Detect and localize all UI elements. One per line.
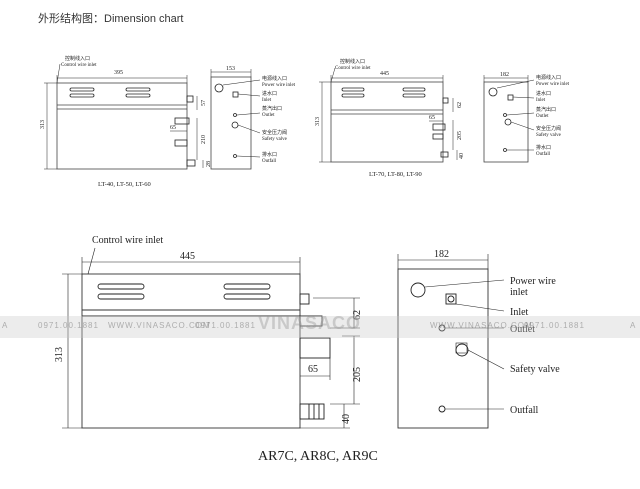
inlet-label: Inlet xyxy=(510,307,529,318)
dim-210-1: 210 xyxy=(201,135,207,144)
safety-cn-1: 安全压力阀 xyxy=(262,129,287,136)
dim-height-large: 313 xyxy=(54,347,65,362)
watermark-edge-right: A xyxy=(630,321,637,330)
dim-width-2: 445 xyxy=(380,71,389,77)
dim-height-1: 313 xyxy=(40,120,46,129)
control-label-en-2: Control wire inlet xyxy=(335,66,371,71)
power-cn-2: 电源线入口 xyxy=(536,74,561,81)
side-view-2: 182 电源线入口 Power wire inlet 进水口 Inlet 蒸汽出… xyxy=(483,72,570,163)
outlet-en-2: Outlet xyxy=(536,114,549,119)
watermark-site-1: WWW.VINASACO.COM xyxy=(108,321,211,330)
watermark-phone-1: 0971.00.1881 xyxy=(38,321,99,330)
dim-height-2: 313 xyxy=(315,117,321,126)
small-diagram-2: 控制线入口 Control wire inlet 445 313 62 65 2… xyxy=(315,58,570,178)
outlet-cn-1: 蒸汽出口 xyxy=(262,105,282,112)
dim-205-large: 205 xyxy=(352,367,363,382)
safety-en-1: Safety valve xyxy=(262,137,288,142)
models-label-1: LT-40, LT-50, LT-60 xyxy=(98,181,151,188)
control-label-cn-1: 控制线入口 xyxy=(65,55,90,62)
safety-cn-2: 安全压力阀 xyxy=(536,125,561,132)
watermark-band xyxy=(0,316,640,338)
side-view-1: 153 电源线入口 Power wire inlet 进水口 Inlet 蒸汽出… xyxy=(210,66,296,170)
side-view-large: 182 Power wire inlet Inlet Outlet xyxy=(397,249,560,429)
dim-65-large: 65 xyxy=(308,364,318,375)
inlet-en-1: Inlet xyxy=(262,98,272,103)
watermark-site-2: WWW.VINASACO.COM xyxy=(430,321,533,330)
small-diagram-1: 控制线入口 Control wire inlet 395 313 57 65 2… xyxy=(40,55,296,188)
watermark-phone-3: 0971.00.1881 xyxy=(524,321,585,330)
dim-40-2: 40 xyxy=(459,153,465,159)
inlet-cn-1: 进水口 xyxy=(262,90,277,97)
power-en-2: Power wire inlet xyxy=(536,82,570,87)
dim-62-large: 62 xyxy=(352,310,363,320)
dim-40-large: 40 xyxy=(341,414,352,424)
outfall-en-1: Outfall xyxy=(262,159,277,164)
outfall-label: Outfall xyxy=(510,405,539,416)
power-label-line2: inlet xyxy=(510,287,528,298)
safety-label: Safety valve xyxy=(510,364,560,375)
large-diagram: Control wire inlet 445 313 62 65 205 40 … xyxy=(54,235,560,464)
dim-62-2: 62 xyxy=(457,102,463,108)
outlet-label: Outlet xyxy=(510,324,535,335)
dim-side-width-2: 182 xyxy=(500,72,509,78)
dim-side-width-large: 182 xyxy=(434,249,449,260)
dim-65-2: 65 xyxy=(429,115,435,121)
outlet-en-1: Outlet xyxy=(262,113,275,118)
page-title: 外形结构图：Dimension chart xyxy=(38,13,184,25)
dim-width-1: 395 xyxy=(114,70,123,76)
outlet-cn-2: 蒸汽出口 xyxy=(536,106,556,113)
watermark-edge-left: A xyxy=(2,321,9,330)
power-en-1: Power wire inlet xyxy=(262,83,296,88)
power-label-line1: Power wire xyxy=(510,276,556,287)
outfall-en-2: Outfall xyxy=(536,152,551,157)
control-label-cn-2: 控制线入口 xyxy=(340,58,365,65)
control-label-large: Control wire inlet xyxy=(92,235,163,246)
safety-en-2: Safety valve xyxy=(536,133,562,138)
dim-width-large: 445 xyxy=(180,251,195,262)
outfall-cn-1: 排水口 xyxy=(262,151,277,158)
watermark-logo: VINASACO xyxy=(258,313,362,333)
front-view-1: 控制线入口 Control wire inlet 395 313 57 65 2… xyxy=(40,55,212,188)
models-label-large: AR7C, AR8C, AR9C xyxy=(258,449,378,464)
front-view-large: Control wire inlet 445 313 62 65 205 40 xyxy=(54,235,363,429)
dim-65-1: 65 xyxy=(170,125,176,131)
outfall-cn-2: 排水口 xyxy=(536,144,551,151)
dim-side-width-1: 153 xyxy=(226,66,235,72)
power-cn-1: 电源线入口 xyxy=(262,75,287,82)
dim-205-2: 205 xyxy=(457,131,463,140)
dim-57-1: 57 xyxy=(201,100,207,106)
front-view-2: 控制线入口 Control wire inlet 445 313 62 65 2… xyxy=(315,58,465,178)
control-label-en-1: Control wire inlet xyxy=(61,63,97,68)
watermark-phone-2: 0971.00.1881 xyxy=(195,321,256,330)
models-label-2: LT-70, LT-80, LT-90 xyxy=(369,171,422,178)
inlet-en-2: Inlet xyxy=(536,98,546,103)
inlet-cn-2: 进水口 xyxy=(536,90,551,97)
dim-28-1: 28 xyxy=(206,161,212,167)
